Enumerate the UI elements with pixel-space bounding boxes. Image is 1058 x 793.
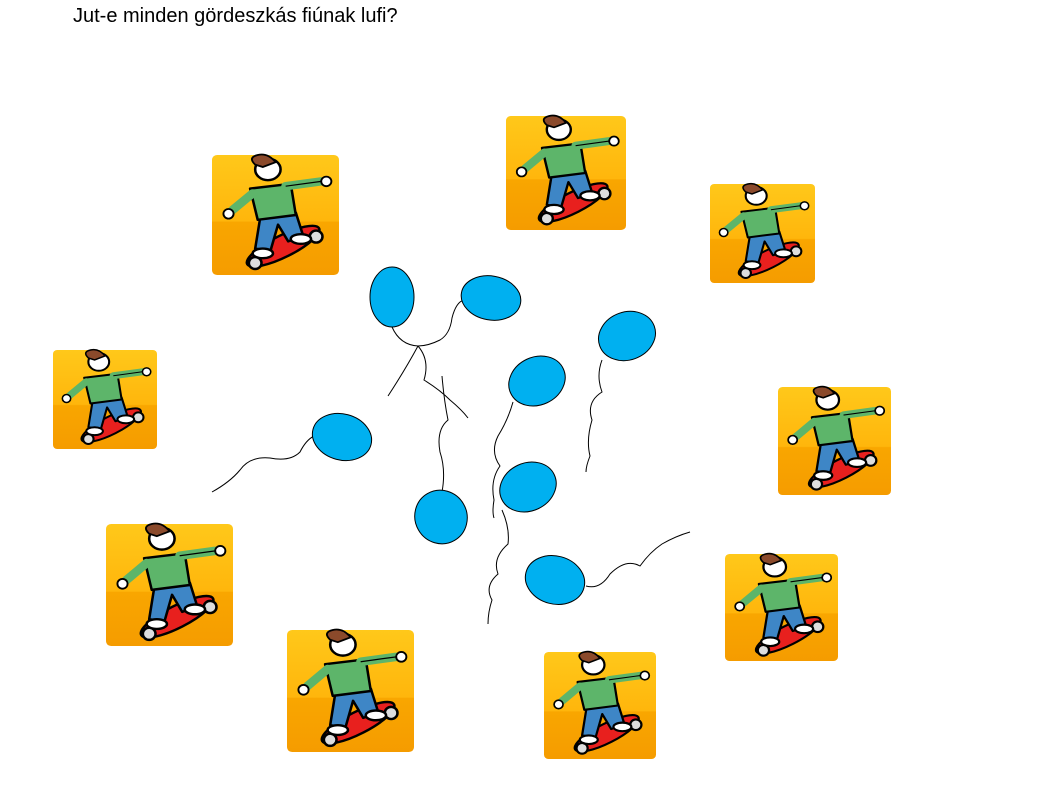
balloon-icon[interactable] bbox=[492, 453, 565, 521]
balloon-string bbox=[585, 359, 603, 473]
balloon-icon[interactable] bbox=[520, 549, 590, 611]
balloon-string bbox=[211, 435, 315, 493]
balloon-string bbox=[438, 375, 449, 493]
skateboarder-clipart-icon[interactable] bbox=[106, 524, 233, 646]
question-title: Jut-e minden gördeszkás fiúnak lufi? bbox=[73, 5, 398, 27]
skateboarder-clipart-icon[interactable] bbox=[287, 630, 414, 752]
skateboarder-clipart-icon[interactable] bbox=[778, 387, 891, 495]
skateboarder-clipart-icon[interactable] bbox=[212, 155, 339, 275]
skateboarder-clipart-icon[interactable] bbox=[506, 116, 626, 230]
skateboarder-clipart-icon[interactable] bbox=[544, 652, 656, 759]
balloon-icon[interactable] bbox=[592, 304, 663, 369]
balloon-string bbox=[585, 531, 691, 588]
skateboarder-clipart-icon[interactable] bbox=[725, 554, 838, 661]
balloon-string bbox=[387, 345, 419, 397]
balloon-icon[interactable] bbox=[501, 347, 574, 415]
balloon-icon[interactable] bbox=[405, 481, 477, 554]
balloon-string bbox=[417, 345, 469, 419]
balloon-icon[interactable] bbox=[458, 271, 525, 325]
skaters bbox=[53, 116, 891, 759]
balloon-string bbox=[487, 509, 509, 625]
balloons bbox=[307, 266, 663, 611]
skateboarder-clipart-icon[interactable] bbox=[53, 350, 157, 449]
balloon-strings bbox=[211, 299, 691, 625]
balloon-icon[interactable] bbox=[307, 407, 377, 467]
balloon-icon[interactable] bbox=[369, 266, 415, 328]
skateboarder-clipart-icon[interactable] bbox=[710, 184, 815, 283]
balloon-string bbox=[492, 401, 514, 519]
balloon-string bbox=[391, 299, 465, 347]
